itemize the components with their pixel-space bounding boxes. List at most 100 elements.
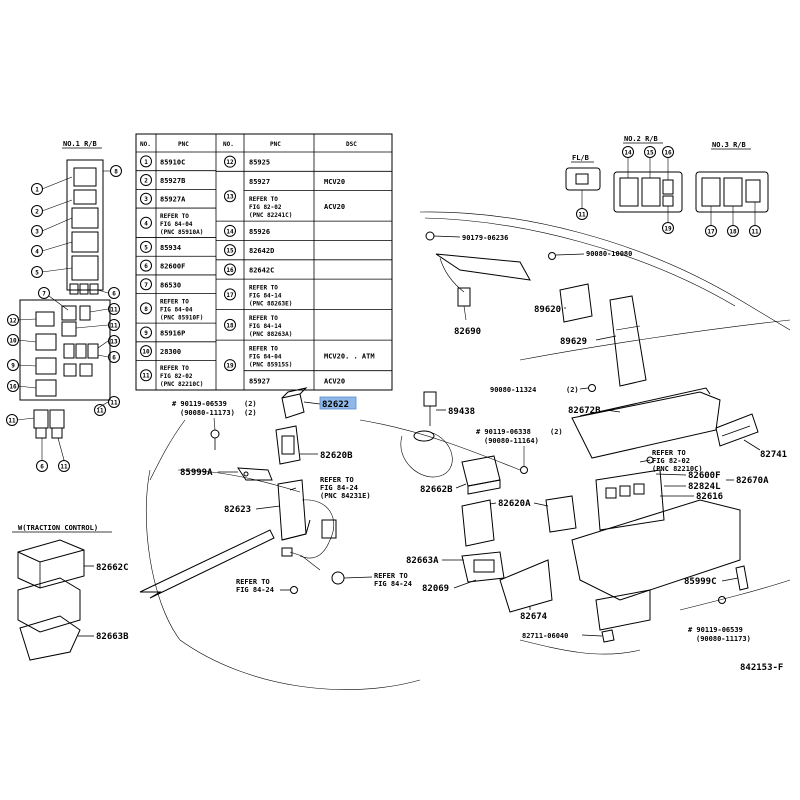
- label-85999A: 85999A: [180, 468, 213, 478]
- callout-6c: 6: [36, 438, 48, 472]
- module-89620: [559, 283, 593, 323]
- pnc-cell: (PNC 88263E): [249, 300, 292, 307]
- label-82670A: 82670A: [736, 476, 769, 486]
- pnc-cell: FIG 84-04: [249, 353, 282, 360]
- label-90080-11173-a: (90080-11173): [180, 409, 235, 417]
- pointer-arrow: [139, 529, 275, 599]
- sensor-89438: [400, 391, 453, 478]
- callout-11a: 11: [89, 303, 120, 315]
- bolt-left: [210, 429, 220, 450]
- pnc-cell: FIG 84-14: [249, 323, 282, 330]
- figure-number: 842153-F: [740, 663, 783, 673]
- label-82824L: 82824L: [688, 482, 721, 492]
- label-82620B: 82620B: [320, 451, 353, 461]
- table-row-left: 6 82600F: [140, 259, 185, 272]
- pnc-cell: (PNC 85910A): [160, 229, 203, 236]
- svg-text:11: 11: [60, 464, 68, 471]
- ref-82-02-line3: (PNC 82210C): [652, 465, 703, 473]
- label-90119-06539-a: # 90119-06539: [172, 400, 227, 408]
- svg-text:2: 2: [35, 209, 39, 216]
- label-82616: 82616: [696, 492, 723, 502]
- traction-control-inset: W(TRACTION CONTROL): [12, 524, 112, 661]
- highlight-82622: [319, 396, 357, 410]
- body-panel-outline: [146, 211, 791, 690]
- svg-text:(2): (2): [244, 409, 257, 417]
- row-number-circle: 8: [144, 306, 148, 313]
- row-number-circle: 11: [142, 373, 150, 380]
- table-row-left: 3 85927A: [140, 192, 186, 205]
- svg-text:NO.2 R/B: NO.2 R/B: [624, 135, 658, 143]
- row-number-circle: 18: [226, 322, 234, 329]
- no2-relay-block: NO.2 R/B 14 15 16 19: [613, 135, 683, 234]
- svg-text:11: 11: [110, 307, 118, 314]
- label-82711-06040: 82711-06040: [522, 632, 568, 640]
- svg-text:15: 15: [646, 150, 654, 157]
- callout-10: 10: [7, 334, 37, 346]
- pnc-cell: REFER TO: [249, 284, 278, 291]
- svg-text:13: 13: [110, 339, 118, 346]
- bracket-85999C: [735, 565, 749, 591]
- connector-82741: [715, 413, 759, 447]
- svg-text:3: 3: [35, 229, 39, 236]
- row-number-circle: 15: [226, 248, 234, 255]
- pnc-cell: FIG 84-04: [160, 306, 193, 313]
- no3-relay-block: NO.3 R/B 17 18 11: [695, 141, 769, 237]
- pnc-cell: 85927A: [160, 196, 186, 204]
- svg-text:11: 11: [110, 323, 118, 330]
- label-90119-06539-c: # 90119-06539: [688, 626, 743, 634]
- ref-84-24-b-line1: REFER TO: [236, 578, 270, 586]
- pnc-cell: FIG 82-02: [160, 373, 193, 380]
- label-85999C: 85999C: [684, 577, 717, 587]
- svg-text:5: 5: [35, 270, 39, 277]
- label-82662C: 82662C: [96, 563, 129, 573]
- callout-11c: 11: [97, 396, 120, 409]
- label-82690: 82690: [454, 327, 481, 337]
- row-number-circle: 6: [144, 263, 148, 270]
- pnc-cell: 85927: [249, 377, 270, 385]
- table-header-pnc-1: PNC: [178, 141, 189, 148]
- row-number-circle: 3: [144, 196, 148, 203]
- ref-84-24-a-line3: (PNC 84231E): [320, 492, 371, 500]
- callout-13: 13: [97, 335, 120, 349]
- pnc-cell: (PNC 85910F): [160, 314, 203, 321]
- label-82674: 82674: [520, 612, 548, 622]
- row-number-circle: 5: [144, 244, 148, 251]
- label-89438: 89438: [448, 407, 475, 417]
- svg-text:11: 11: [751, 229, 759, 236]
- label-82622: 82622: [322, 400, 349, 410]
- ref-82-02-line1: REFER TO: [652, 449, 686, 457]
- label-82623: 82623: [224, 505, 251, 515]
- pnc-cell: REFER TO: [160, 213, 189, 220]
- labels: 82622 89438 82620B 85999A 82623 82662B 8…: [96, 234, 787, 673]
- label-82662B: 82662B: [420, 485, 453, 495]
- svg-text:9: 9: [11, 363, 15, 370]
- label-90080-11173-c: (90080-11173): [696, 635, 751, 643]
- row-number-circle: 7: [144, 282, 148, 289]
- pnc-cell: (PNC 82241C): [249, 212, 292, 219]
- svg-text:1: 1: [35, 187, 39, 194]
- pnc-cell: 82600F: [160, 263, 185, 271]
- row-number-circle: 4: [144, 220, 148, 227]
- svg-text:NO.3 R/B: NO.3 R/B: [712, 141, 746, 149]
- pnc-cell: 85910C: [160, 158, 185, 166]
- relay-82622: [281, 387, 321, 419]
- callout-1: 1: [31, 176, 73, 195]
- bracket-89629: [609, 295, 647, 387]
- pnc-cell: REFER TO: [160, 365, 189, 372]
- pnc-cell: 86530: [160, 281, 181, 289]
- relay-82620A: [461, 495, 577, 547]
- label-82620A: 82620A: [498, 499, 531, 509]
- ref-84-24-b-line2: FIG 84-24: [236, 586, 274, 594]
- table-header-dsc: DSC: [346, 141, 357, 148]
- pnc-cell: 85916P: [160, 329, 185, 337]
- pnc-cell: FIG 84-14: [249, 292, 282, 299]
